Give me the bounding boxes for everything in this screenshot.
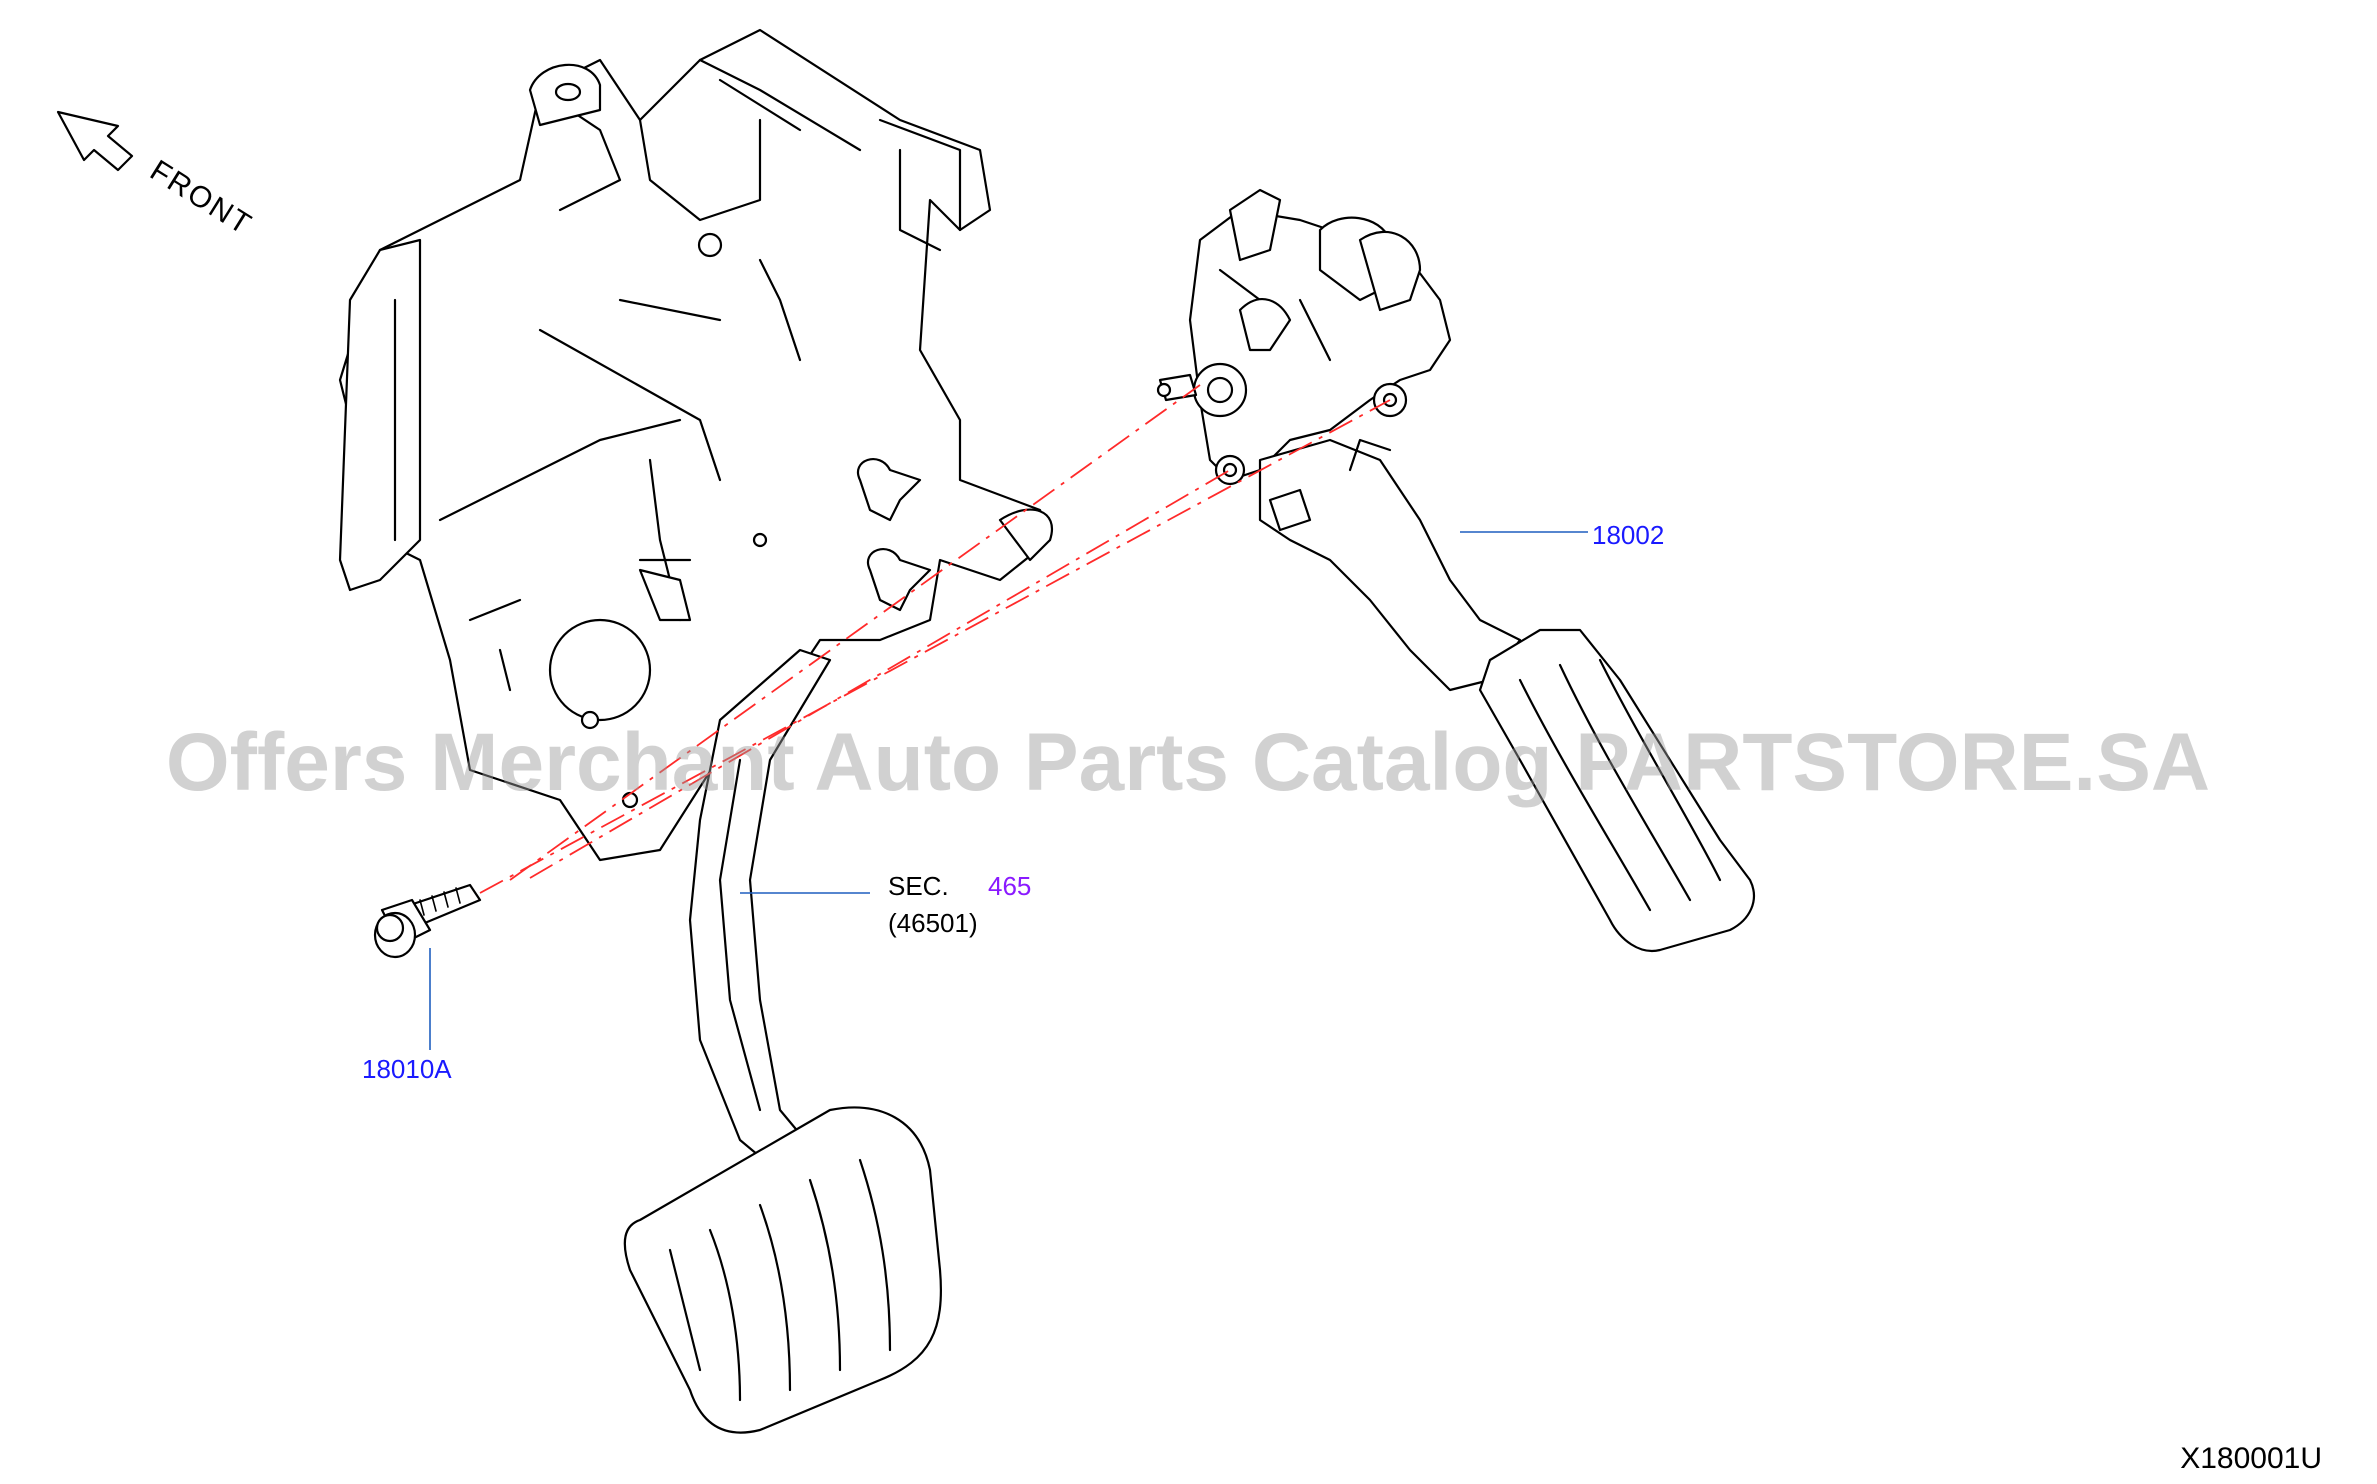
front-arrow-icon (56, 110, 134, 172)
watermark-text: Offers Merchant Auto Parts Catalog PARTS… (166, 717, 2210, 808)
part-number-18002[interactable]: 18002 (1592, 520, 1664, 550)
assembly-axis-lines (479, 384, 1391, 894)
accelerator-pedal-drawing (1156, 188, 1755, 953)
bolt-drawing (373, 883, 482, 959)
section-prefix: SEC. (888, 871, 949, 901)
part-number-18010a[interactable]: 18010A (362, 1054, 452, 1084)
section-sub-ref: (46501) (888, 908, 978, 938)
brake-pedal-arm-drawing (623, 648, 942, 1434)
brake-pedal-bracket-drawing (338, 28, 1053, 862)
section-ref-465[interactable]: 465 (988, 871, 1031, 901)
front-label: FRONT (144, 154, 258, 242)
diagram-code: X180001U (2180, 1442, 2322, 1475)
